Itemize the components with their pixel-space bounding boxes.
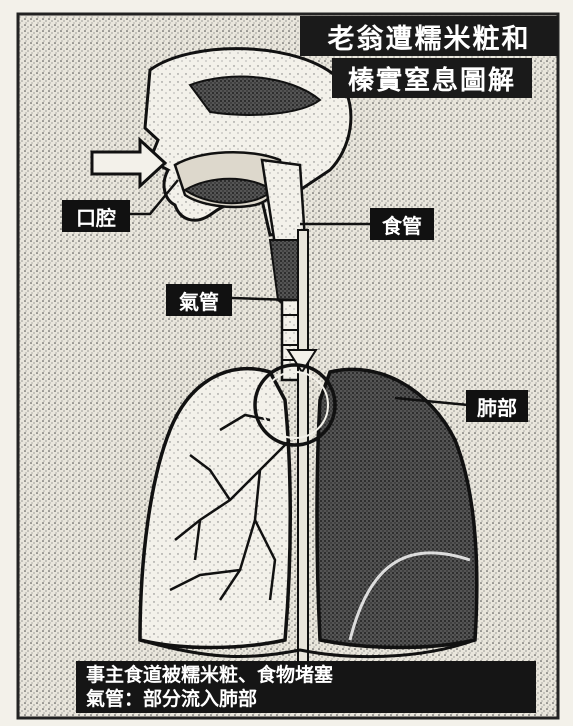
label-esophagus: 食管 [370, 208, 434, 240]
caption-line-1: 事主食道被糯米粧、食物堵塞 [86, 663, 526, 687]
title-line-2: 榛實窒息圖解 [332, 58, 532, 98]
title-line-1: 老翁遭糯米粧和 [300, 16, 558, 56]
label-trachea: 氣管 [166, 284, 232, 316]
label-lung: 肺部 [466, 390, 528, 422]
label-mouth: 口腔 [62, 200, 130, 232]
caption-box: 事主食道被糯米粧、食物堵塞 氣管：部分流入肺部 [76, 661, 536, 713]
caption-line-2: 氣管：部分流入肺部 [86, 687, 526, 711]
